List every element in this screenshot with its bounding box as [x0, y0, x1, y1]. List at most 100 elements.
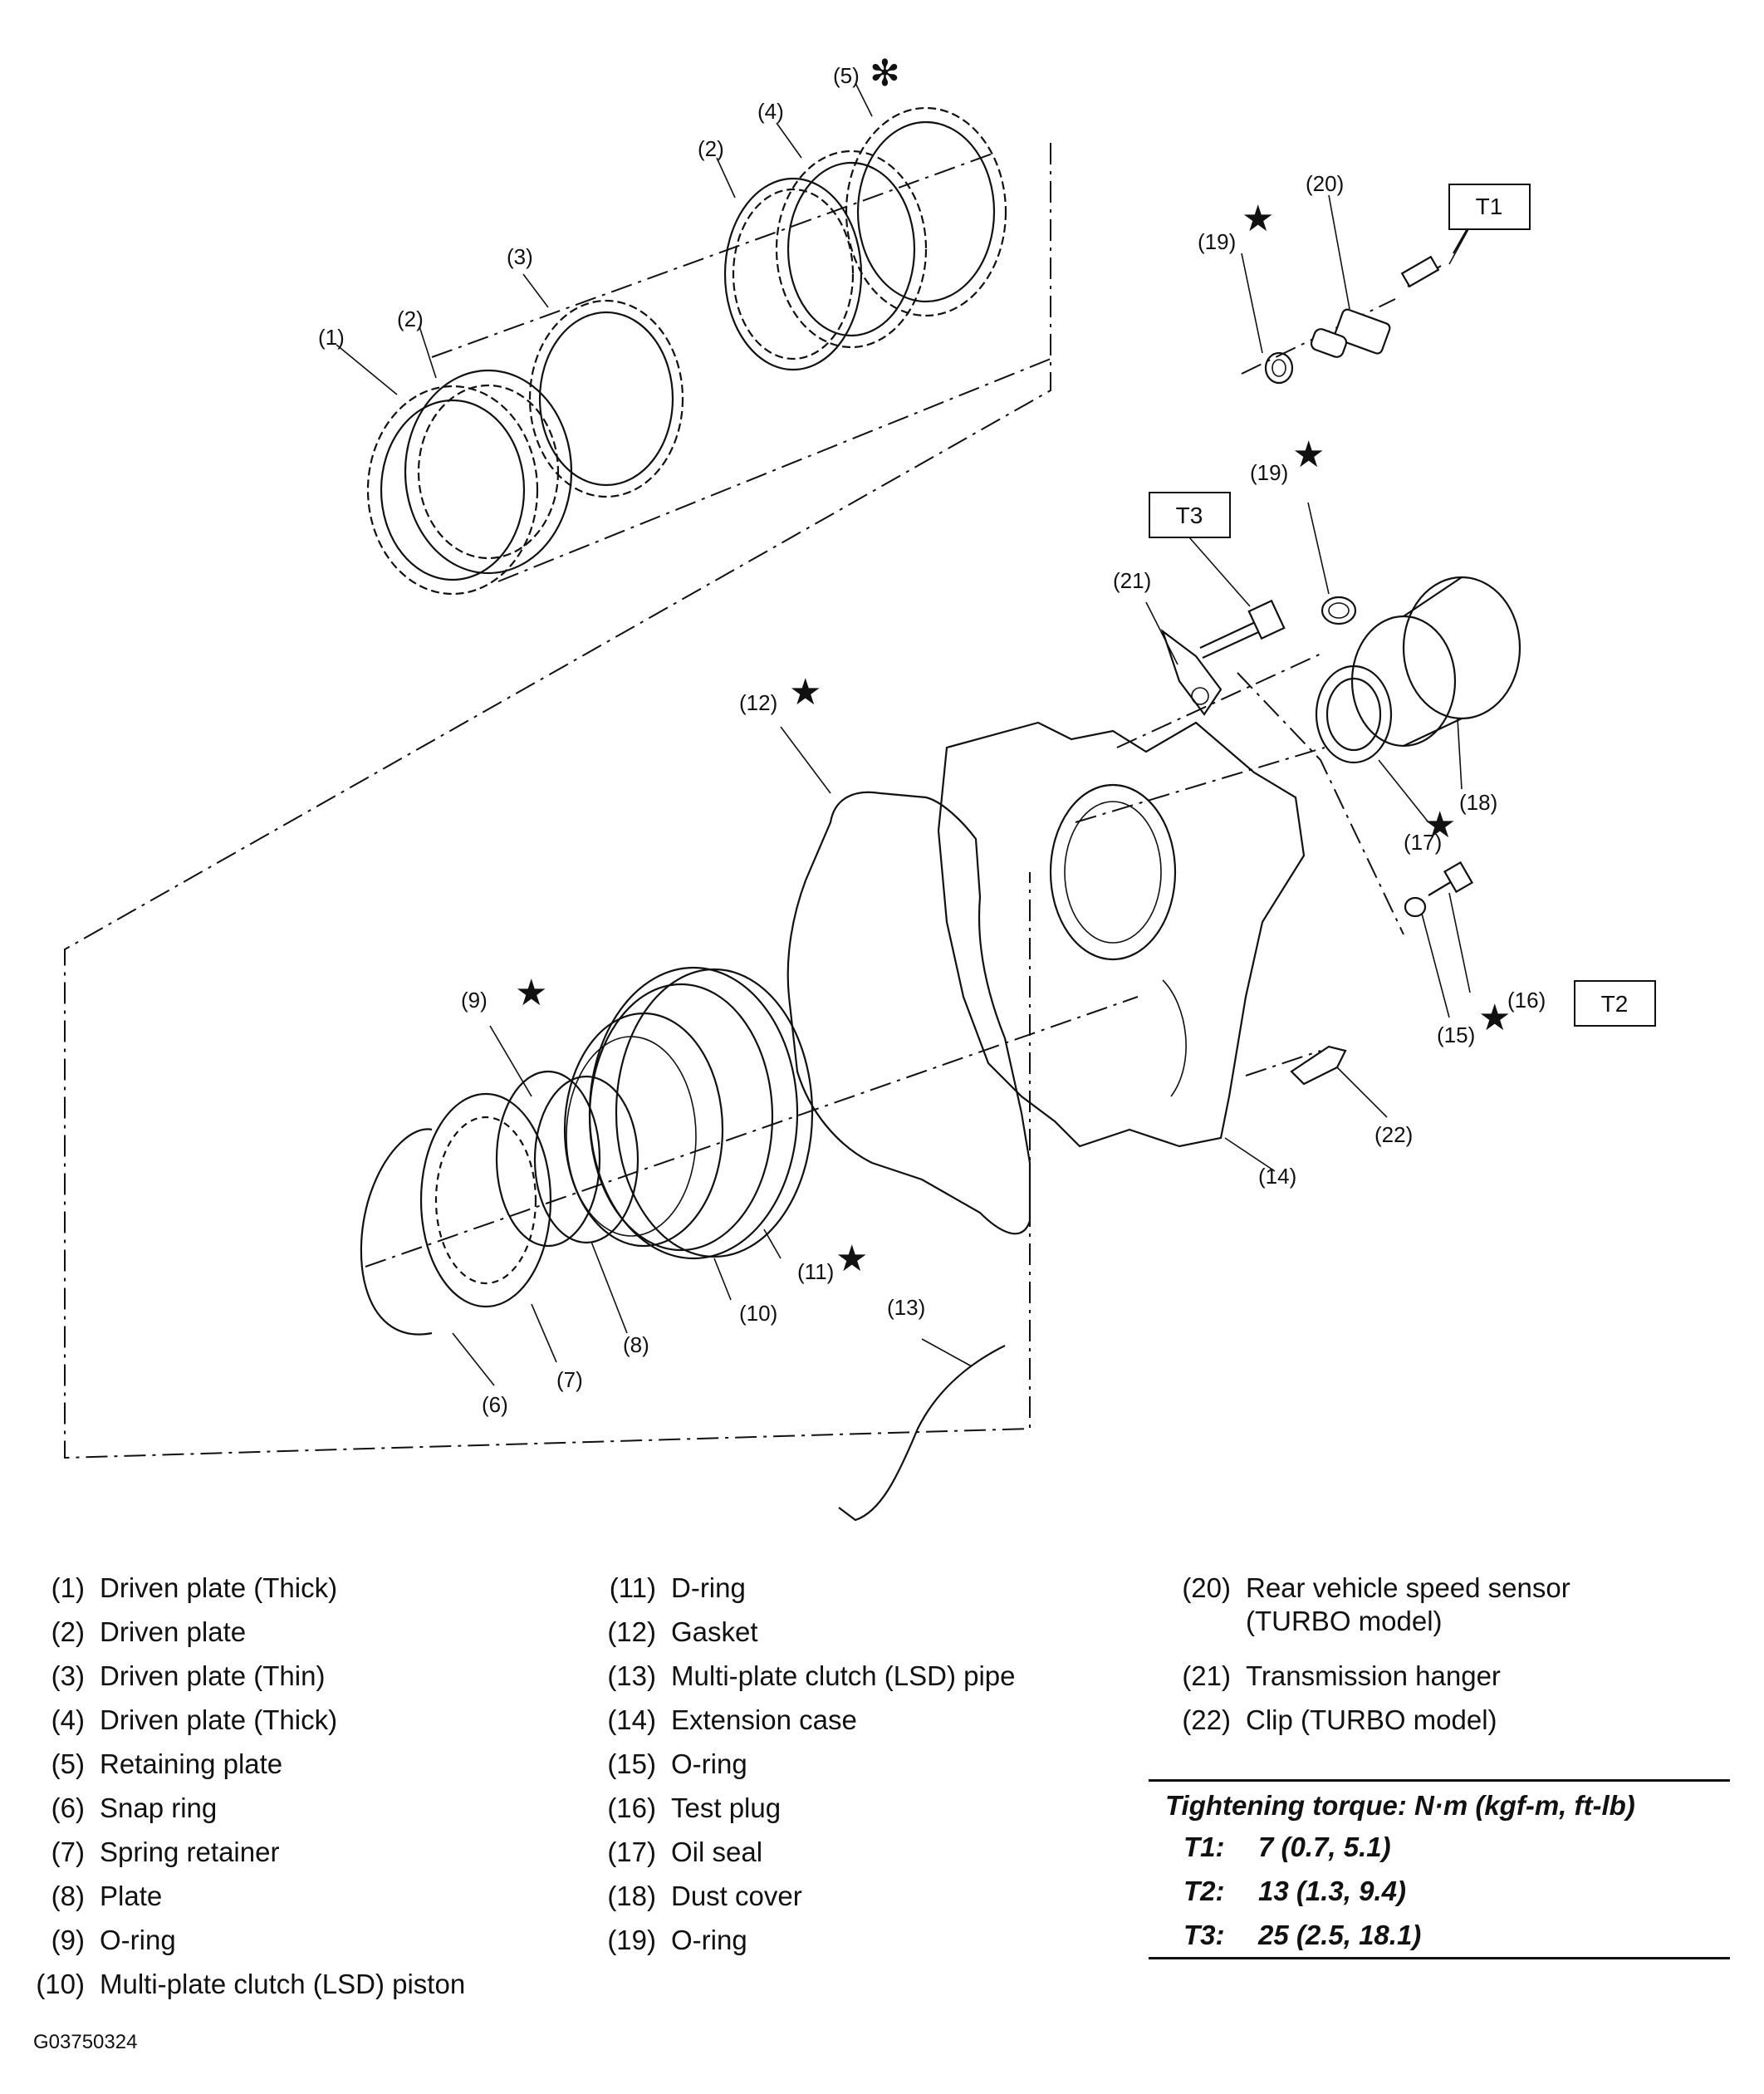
callout-10: (10)	[739, 1301, 777, 1326]
legend-item-text: Driven plate (Thick)	[100, 1572, 337, 1605]
legend-item-number: (2)	[51, 1616, 85, 1647]
legend-item-number: (13)	[607, 1660, 656, 1691]
legend-item-text-line: O-ring	[100, 1925, 176, 1955]
legend-item-number: (10)	[36, 1969, 85, 1999]
legend-item-text-line: O-ring	[671, 1748, 747, 1779]
legend-item: (18)Dust cover	[605, 1880, 802, 1913]
oil-seal-17	[1315, 664, 1393, 764]
legend-item: (8)Plate	[33, 1880, 163, 1913]
snap-ring-6	[360, 1128, 433, 1336]
extension-case-14	[937, 721, 1306, 1148]
callout-2b: (2)	[698, 136, 724, 161]
legend-item-text: Plate	[100, 1880, 162, 1913]
legend-item-text: O-ring	[671, 1924, 747, 1957]
legend-item-number: (16)	[607, 1792, 656, 1823]
legend-item: (4)Driven plate (Thick)	[33, 1704, 337, 1737]
transmission-hanger-21	[1160, 629, 1223, 716]
plate-8	[495, 1070, 601, 1248]
callout-18: (18)	[1459, 790, 1497, 815]
legend-item-text: O-ring	[100, 1924, 176, 1957]
o-ring-9	[533, 1075, 639, 1244]
svg-text:T2: T2	[1601, 991, 1629, 1017]
legend-item-number: (22)	[1182, 1704, 1231, 1735]
plate-2b-driven	[723, 177, 863, 371]
legend-item-text: Driven plate (Thin)	[100, 1660, 325, 1693]
torque-table-top-rule	[1149, 1779, 1730, 1782]
legend-item-number: (11)	[609, 1572, 656, 1603]
legend-item: (2) Driven plate	[33, 1616, 246, 1649]
callout-19a: (19)	[1198, 229, 1236, 254]
callout-5: (5)	[833, 63, 860, 88]
legend-item-text: Multi-plate clutch (LSD) piston	[100, 1968, 465, 2001]
callout-2a: (2)	[397, 306, 424, 331]
legend-item-text-line: Driven plate (Thick)	[100, 1572, 338, 1603]
legend-item-number: (15)	[607, 1748, 656, 1779]
legend-item-text-line: Extension case	[671, 1704, 857, 1735]
legend-item: (1) Driven plate (Thick)	[33, 1572, 337, 1605]
legend-item-text-line: Transmission hanger	[1246, 1660, 1501, 1691]
test-plug-16	[1428, 861, 1474, 896]
legend-item: (19)O-ring	[605, 1924, 747, 1957]
legend-item-text-line: Rear vehicle speed sensor	[1246, 1572, 1570, 1603]
legend-item-number: (20)	[1182, 1572, 1231, 1603]
legend-item-number: (17)	[607, 1837, 656, 1867]
torque-row-t1: T1:7 (0.7, 5.1)	[1149, 1825, 1730, 1869]
figure-code: G03750324	[33, 2031, 138, 2053]
legend-item-number: (9)	[51, 1925, 85, 1955]
callout-8: (8)	[623, 1332, 649, 1357]
legend-item-text: Test plug	[671, 1792, 781, 1825]
callout-15: (15)	[1437, 1022, 1475, 1047]
callout-16: (16)	[1507, 988, 1546, 1013]
torque-table-bottom-rule	[1149, 1957, 1730, 1959]
star-17: ★	[1423, 805, 1456, 846]
legend-item-number: (1)	[51, 1572, 85, 1603]
plate-2-driven	[404, 369, 573, 575]
clip-22	[1290, 1045, 1347, 1086]
lsd-pipe-13	[838, 1345, 1006, 1522]
legend-item-text-line: Dust cover	[671, 1881, 802, 1911]
parts-legend: (1) Driven plate (Thick) (2) Driven plate (3…	[0, 1562, 1764, 2094]
legend-item-number: (3)	[51, 1660, 85, 1691]
legend-item-text: Clip (TURBO model)	[1246, 1704, 1497, 1737]
callout-3: (3)	[507, 244, 533, 269]
legend-item-text-line: Clip (TURBO model)	[1246, 1704, 1497, 1735]
svg-text:T1: T1	[1476, 194, 1503, 219]
legend-item-text: Rear vehicle speed sensor(TURBO model)	[1246, 1572, 1570, 1638]
legend-item-number: (21)	[1182, 1660, 1231, 1691]
legend-item-text-line: Driven plate	[100, 1616, 247, 1647]
legend-item-text-line: Plate	[100, 1881, 163, 1911]
legend-item: (16) Test plug	[605, 1792, 781, 1825]
exploded-view-diagram: T1 T3 T2 (1) (2)	[64, 53, 1656, 1522]
torque-box-t1: T1	[1448, 184, 1531, 230]
legend-item: (13)Multi-plate clutch (LSD) pipe	[605, 1660, 1015, 1693]
legend-item-text: D-ring	[671, 1572, 746, 1605]
legend-item-text-line: D-ring	[671, 1572, 746, 1603]
bolt-t3	[1199, 599, 1286, 659]
torque-value: 25 (2.5, 18.1)	[1258, 1920, 1422, 1950]
legend-item-text: O-ring	[671, 1748, 747, 1781]
dust-cover-18	[1350, 576, 1521, 748]
legend-item-text-line: Retaining plate	[100, 1748, 283, 1779]
torque-key: T2:	[1183, 1876, 1225, 1906]
spring-retainer-7	[419, 1092, 552, 1308]
star-12: ★	[789, 672, 821, 713]
legend-item: (3) Driven plate (Thin)	[33, 1660, 326, 1693]
legend-item: (9) O-ring	[33, 1924, 176, 1957]
svg-text:T3: T3	[1176, 503, 1203, 528]
callout-12: (12)	[739, 690, 777, 715]
legend-item-text-line: Multi-plate clutch (LSD) piston	[100, 1969, 466, 1999]
torque-box-t3: T3	[1149, 492, 1231, 538]
legend-item-text: Spring retainer	[100, 1836, 279, 1869]
lsd-piston-10	[563, 966, 799, 1260]
callout-20: (20)	[1306, 171, 1344, 196]
callout-17: (17)	[1404, 830, 1442, 855]
leader-lines	[336, 82, 1471, 1386]
callout-9: (9)	[461, 988, 488, 1013]
torque-row-t2: T2:13 (1.3, 9.4)	[1149, 1869, 1730, 1913]
legend-item-text-line: Driven plate (Thin)	[100, 1660, 326, 1691]
torque-heading: Tightening torque: N·m (kgf-m, ft-lb)	[1165, 1790, 1635, 1821]
callout-labels: (1) (2) (3) (2) (4) (5) ✻ (19) ★ (20) (1…	[318, 53, 1546, 1417]
callout-13: (13)	[887, 1295, 925, 1320]
callout-22: (22)	[1374, 1122, 1413, 1147]
torque-row-t3: T3:25 (2.5, 18.1)	[1149, 1913, 1730, 1957]
